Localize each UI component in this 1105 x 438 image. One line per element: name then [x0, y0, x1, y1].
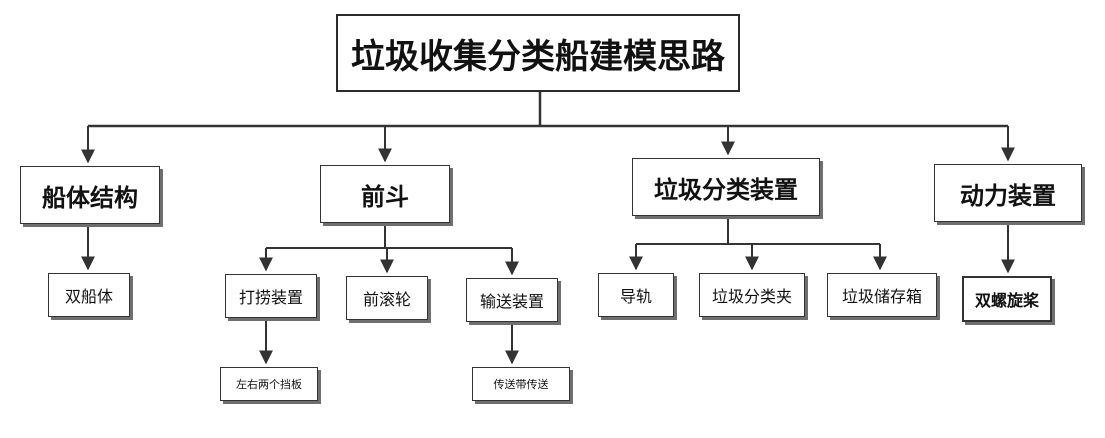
node-label: 船体结构	[42, 183, 138, 212]
node-label: 左右两个挡板	[236, 378, 302, 391]
node-conveyor-device: 输送装置	[466, 278, 558, 322]
node-sorting-clamp: 垃圾分类夹	[699, 273, 805, 317]
node-label: 垃圾分类装置	[654, 175, 798, 204]
node-label: 动力装置	[960, 181, 1056, 210]
node-power-device: 动力装置	[934, 164, 1082, 222]
node-fishing-device: 打捞装置	[225, 274, 317, 318]
node-twin-hull: 双船体	[48, 273, 130, 317]
node-label: 输送装置	[479, 292, 544, 311]
node-label: 双船体	[64, 287, 113, 306]
node-label: 打捞装置	[238, 288, 303, 307]
node-side-baffles: 左右两个挡板	[220, 367, 318, 401]
node-belt-transport: 传送带传送	[472, 367, 570, 401]
node-label: 导轨	[619, 287, 652, 306]
node-hull-structure: 船体结构	[20, 166, 160, 224]
node-guide-rail: 导轨	[598, 273, 674, 317]
node-label: 传送带传送	[493, 378, 549, 391]
node-label: 前滚轮	[362, 290, 411, 309]
root-title: 垃圾收集分类船建模思路	[351, 36, 725, 77]
node-twin-propeller: 双螺旋桨	[962, 276, 1052, 322]
node-label: 双螺旋桨	[974, 291, 1039, 310]
node-label: 垃圾储存箱	[841, 287, 922, 306]
node-front-bucket: 前斗	[320, 165, 450, 223]
node-label: 垃圾分类夹	[711, 287, 792, 306]
node-front-roller: 前滚轮	[346, 276, 428, 320]
node-storage-box: 垃圾储存箱	[827, 273, 937, 317]
root-title-node: 垃圾收集分类船建模思路	[336, 14, 740, 92]
node-label: 前斗	[361, 182, 409, 211]
node-sorting-device: 垃圾分类装置	[632, 158, 820, 216]
